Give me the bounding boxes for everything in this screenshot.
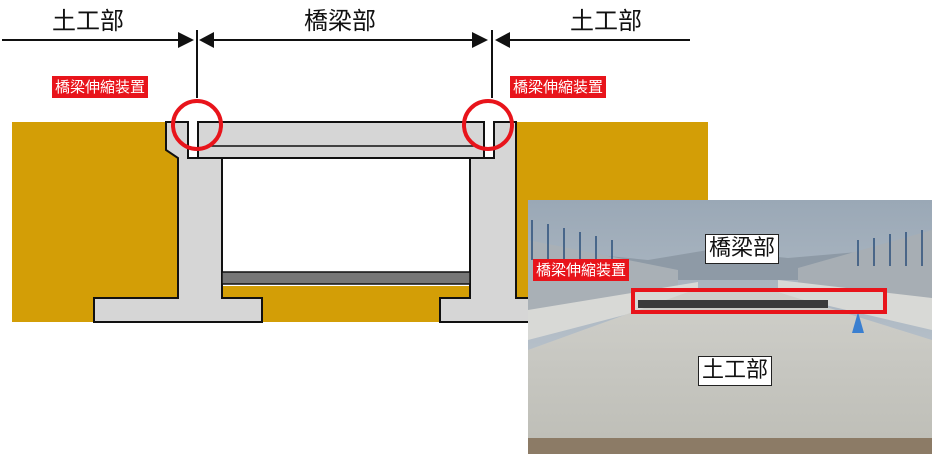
arrow-left-head xyxy=(178,32,194,48)
underbridge-slab xyxy=(221,271,471,285)
label-earthwork-right: 土工部 xyxy=(570,7,642,35)
photo-barrier-right xyxy=(778,280,932,330)
photo-fence-right xyxy=(857,230,923,266)
abutment-right xyxy=(439,121,607,323)
photo-joint-strip xyxy=(638,300,828,308)
photo-tag-expansion-joint: 橋梁伸縮装置 xyxy=(533,259,630,281)
label-earthwork-left: 土工部 xyxy=(52,7,124,35)
bridge-deck xyxy=(197,121,485,159)
abutment-left xyxy=(93,121,263,323)
tag-expansion-joint-left: 橋梁伸縮装置 xyxy=(52,76,149,98)
photo-label-earthwork: 土工部 xyxy=(698,356,773,386)
tag-expansion-joint-right: 橋梁伸縮装置 xyxy=(510,76,607,98)
photo-soil-strip xyxy=(528,438,932,454)
photo-cone xyxy=(852,312,864,333)
label-bridge: 橋梁部 xyxy=(304,7,376,35)
arrow-center-head-right xyxy=(472,32,488,48)
joint-circle-left xyxy=(171,99,223,151)
joint-circle-right xyxy=(462,99,514,151)
photo-label-bridge: 橋梁部 xyxy=(705,234,780,264)
photo-barrier-left xyxy=(528,282,698,340)
arrow-right-head xyxy=(495,32,510,48)
photo-fence-left xyxy=(531,220,613,270)
arrow-center-head-left xyxy=(199,32,214,48)
earth-under-bridge xyxy=(222,286,470,322)
earth-left xyxy=(12,122,182,322)
photo-joint-highlight xyxy=(631,288,887,314)
